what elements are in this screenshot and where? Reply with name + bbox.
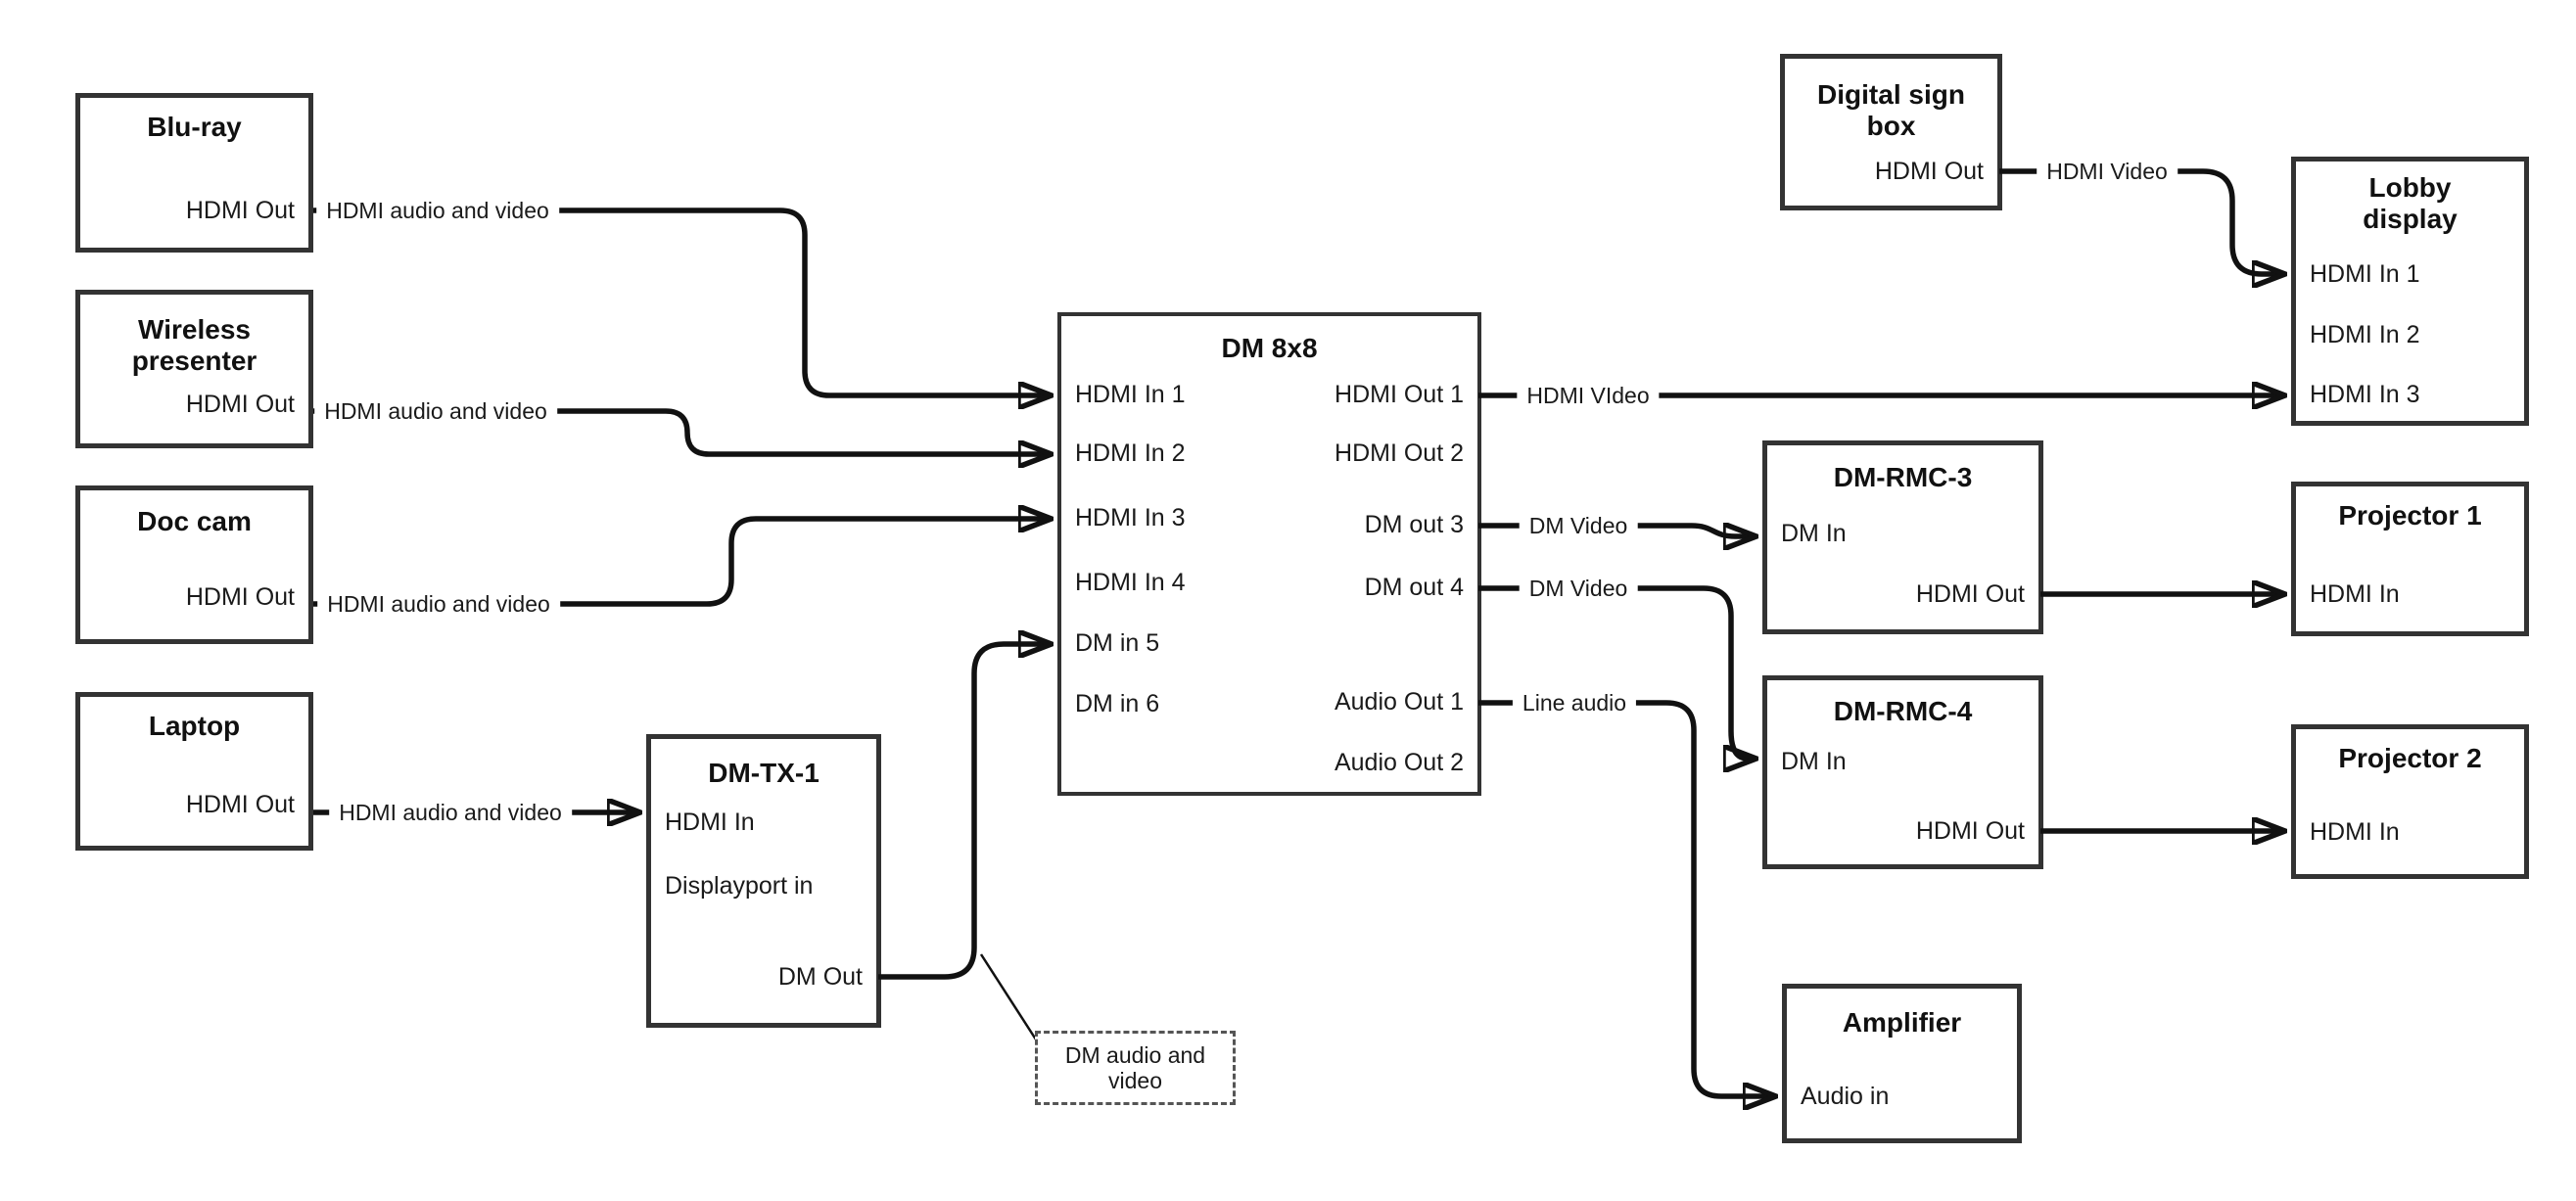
wire-label-hdmi-video-sign: HDMI Video [2037,157,2178,186]
wire-label-line-audio: Line audio [1512,688,1637,717]
port-hdmi-out: HDMI Out [1915,817,2025,845]
node-dm-rmc-3: DM-RMC-3 DM In HDMI Out [1762,440,2043,634]
node-dm-rmc-4: DM-RMC-4 DM In HDMI Out [1762,675,2043,869]
node-wireless-presenter: Wireless presenter HDMI Out [75,290,313,448]
node-title: DM-TX-1 [708,758,820,788]
wire-signbox-to-lobby [1999,168,2284,274]
node-doc-cam: Doc cam HDMI Out [75,485,313,644]
port-displayport-in: Displayport in [665,872,814,900]
port-hdmi-in-1: HDMI In 1 [2310,260,2420,288]
node-digital-sign-box: Digital sign box HDMI Out [1780,54,2002,210]
port-audio-out-2: Audio Out 2 [1334,749,1464,776]
node-title: Blu-ray [147,112,242,142]
node-lobby-display: Lobby display HDMI In 1 HDMI In 2 HDMI I… [2291,157,2529,426]
callout-text: DM audio and video [1064,1042,1206,1093]
node-amplifier: Amplifier Audio in [1782,984,2022,1143]
wire-label-hdmi-video-out1: HDMI VIdeo [1517,381,1660,410]
callout-leader [979,953,1038,1040]
port-hdmi-out: HDMI Out [185,583,295,611]
port-dm-in-6: DM in 6 [1075,690,1160,717]
port-hdmi-in-3: HDMI In 3 [2310,381,2420,408]
port-dm-out: DM Out [777,963,863,991]
port-dm-out-3: DM out 3 [1364,511,1464,538]
port-hdmi-in: HDMI In [665,808,755,836]
node-title: Laptop [148,711,241,741]
node-projector-1: Projector 1 HDMI In [2291,482,2529,636]
port-hdmi-out-1: HDMI Out 1 [1335,381,1464,408]
port-hdmi-out: HDMI Out [1915,580,2025,608]
node-dm-8x8: DM 8x8 HDMI In 1 HDMI In 2 HDMI In 3 HDM… [1057,312,1481,796]
node-title: Projector 2 [2338,743,2482,773]
wire-label-doccam: HDMI audio and video [317,589,560,619]
wire-dmout4-to-rmc4 [1478,585,1756,759]
port-dm-in: DM In [1781,520,1847,547]
node-title: Wireless presenter [131,314,258,376]
callout-dm-audio-video: DM audio and video [1035,1031,1236,1105]
port-dm-out-4: DM out 4 [1364,574,1464,601]
node-title: Projector 1 [2338,500,2482,531]
wire-label-dm-video-3: DM Video [1519,511,1638,540]
port-hdmi-out: HDMI Out [185,791,295,818]
wire-label-laptop: HDMI audio and video [329,798,572,827]
node-title: Amplifier [1842,1007,1962,1038]
port-hdmi-in-4: HDMI In 4 [1075,569,1186,596]
port-dm-in: DM In [1781,748,1847,775]
wire-label-dm-video-4: DM Video [1519,574,1638,603]
port-hdmi-out-2: HDMI Out 2 [1335,439,1464,467]
wire-label-bluray: HDMI audio and video [316,196,559,225]
node-title: DM-RMC-3 [1833,462,1973,492]
port-hdmi-out: HDMI Out [1874,158,1984,185]
port-hdmi-in: HDMI In [2310,818,2400,846]
port-hdmi-out: HDMI Out [185,391,295,418]
port-hdmi-out: HDMI Out [185,197,295,224]
node-projector-2: Projector 2 HDMI In [2291,724,2529,879]
port-dm-in-5: DM in 5 [1075,629,1160,657]
port-audio-out-1: Audio Out 1 [1334,688,1464,716]
port-audio-in: Audio in [1801,1083,1890,1110]
port-hdmi-in-3: HDMI In 3 [1075,504,1186,531]
node-title: Digital sign box [1817,79,1965,141]
wire-dmtx1-to-dm8x8 [878,644,1051,980]
node-title: Doc cam [137,506,252,536]
port-hdmi-in-1: HDMI In 1 [1075,381,1186,408]
port-hdmi-in-2: HDMI In 2 [2310,321,2420,348]
node-dm-tx-1: DM-TX-1 HDMI In Displayport in DM Out [646,734,881,1028]
node-bluray: Blu-ray HDMI Out [75,93,313,253]
wire-bluray-to-dm8x8 [313,208,1051,395]
port-hdmi-in-2: HDMI In 2 [1075,439,1186,467]
node-title: DM 8x8 [1221,333,1318,363]
wire-label-wireless: HDMI audio and video [314,396,557,426]
port-hdmi-in: HDMI In [2310,580,2400,608]
node-title: DM-RMC-4 [1833,696,1973,726]
node-laptop: Laptop HDMI Out [75,692,313,851]
node-title: Lobby display [2363,172,2458,234]
wire-audioout1-to-amp [1478,700,1775,1096]
